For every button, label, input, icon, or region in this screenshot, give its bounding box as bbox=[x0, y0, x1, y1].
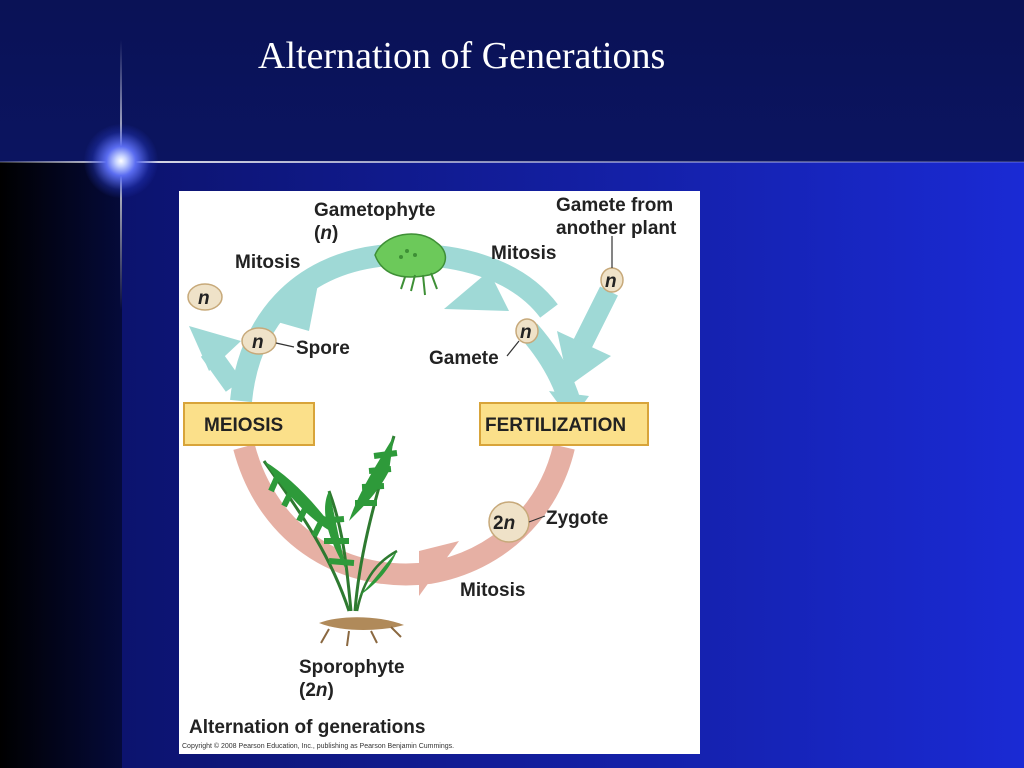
svg-text:n: n bbox=[605, 271, 617, 292]
gamete-leader-line bbox=[506, 340, 520, 357]
gametophyte-label: Gametophyte bbox=[314, 200, 435, 221]
slide-left-band bbox=[0, 162, 122, 768]
incoming-gamete-arrow bbox=[570, 286, 618, 356]
zygote-leader-line bbox=[528, 515, 546, 523]
spore-dispersal-arrowhead bbox=[189, 326, 241, 371]
slide-title: Alternation of Generations bbox=[258, 35, 666, 77]
mitosis-label-right: Mitosis bbox=[491, 243, 556, 264]
spore-label: Spore bbox=[296, 338, 350, 359]
gamete-from-label-line1: Gamete from bbox=[556, 195, 673, 216]
zygote-label: Zygote bbox=[546, 508, 608, 529]
life-cycle-diagram: MEIOSIS FERTILIZATION n n n n 2n Gametop bbox=[182, 195, 677, 750]
sporophyte-label: Sporophyte bbox=[299, 657, 405, 678]
svg-text:n: n bbox=[198, 288, 210, 309]
spore-cell: n bbox=[241, 327, 277, 355]
foreign-gamete-cell: n bbox=[600, 267, 624, 293]
spore-cell-dispersed: n bbox=[187, 283, 223, 311]
horizontal-accent-line bbox=[0, 161, 1024, 163]
gametophyte-ploidy-label: (n) bbox=[314, 223, 338, 244]
fertilization-label: FERTILIZATION bbox=[485, 415, 626, 436]
gamete-from-label-line2: another plant bbox=[556, 218, 677, 239]
meiosis-box bbox=[183, 402, 315, 446]
svg-text:n: n bbox=[520, 322, 532, 343]
incoming-gamete-arrowhead bbox=[557, 331, 611, 386]
haploid-cycle-arrow bbox=[230, 243, 558, 403]
mitosis-arrowhead-left bbox=[267, 279, 319, 331]
light-flare bbox=[84, 124, 158, 198]
zygote-cell: 2n bbox=[488, 501, 530, 543]
copyright-notice: Copyright © 2008 Pearson Education, Inc.… bbox=[182, 742, 454, 750]
gamete-cell: n bbox=[515, 318, 539, 344]
mitosis-label-bottom: Mitosis bbox=[460, 580, 525, 601]
mitosis-label-left: Mitosis bbox=[235, 252, 300, 273]
mitosis-arrowhead-top bbox=[444, 271, 509, 311]
gamete-label: Gamete bbox=[429, 348, 499, 369]
sporophyte-ploidy-label: (2n) bbox=[299, 680, 334, 701]
svg-text:n: n bbox=[252, 332, 264, 353]
spore-leader-line bbox=[275, 342, 295, 348]
sporophyte-fern-illustration bbox=[262, 435, 404, 647]
mitosis-arrowhead-bottom bbox=[419, 541, 459, 596]
svg-text:2n: 2n bbox=[493, 513, 515, 534]
meiosis-label: MEIOSIS bbox=[204, 415, 283, 436]
figure-caption: Alternation of generations bbox=[189, 717, 425, 738]
gametophyte-illustration bbox=[374, 233, 447, 296]
slide-header-band bbox=[0, 0, 1024, 162]
fertilization-box bbox=[479, 402, 649, 446]
alternation-of-generations-figure: MEIOSIS FERTILIZATION n n n n 2n Gametop bbox=[179, 191, 700, 754]
